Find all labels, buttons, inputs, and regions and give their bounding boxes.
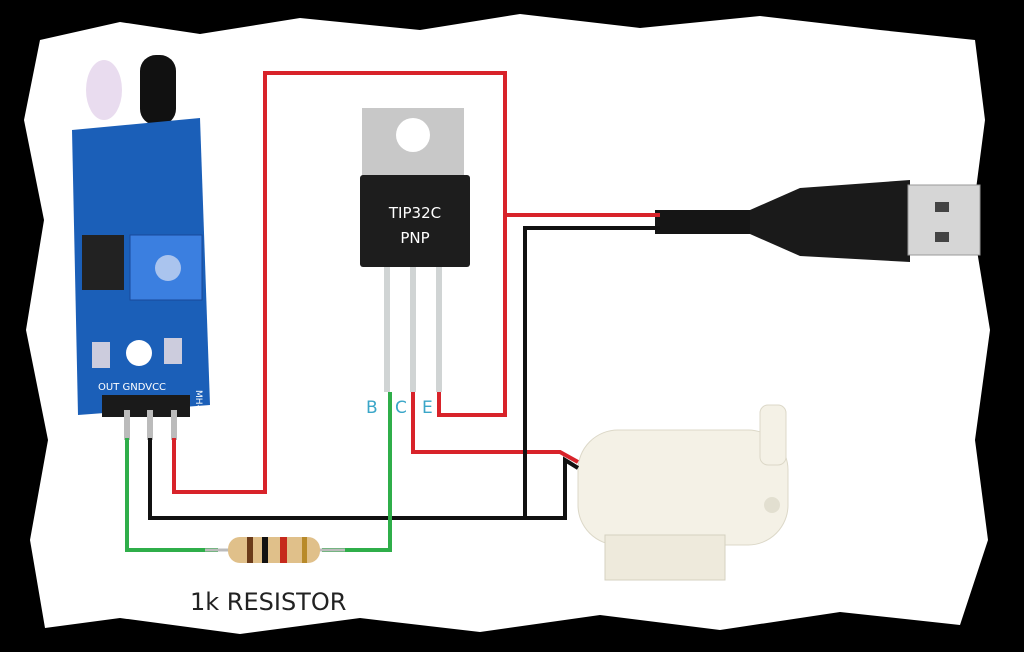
pin-label-emitter: E	[422, 398, 433, 418]
resistor-band-black	[262, 537, 268, 563]
usb-plug	[655, 180, 981, 262]
wires	[125, 71, 660, 552]
sensor-pin-labels: OUT GNDVCC	[98, 382, 166, 393]
wire-collector-pump	[411, 392, 579, 464]
wire-vcc	[172, 71, 507, 494]
vcc-pin	[171, 410, 177, 440]
collector-lead	[410, 267, 416, 392]
pump-inlet	[764, 497, 780, 513]
pin-label-base: B	[366, 398, 378, 418]
transistor-part-label: TIP32C	[388, 204, 441, 222]
comparator-chip	[82, 235, 124, 290]
resistor-band-brown	[247, 537, 253, 563]
potentiometer-knob	[155, 255, 181, 281]
wire-pump-gnd	[525, 456, 580, 520]
usb-housing	[750, 180, 910, 262]
wire-signal	[125, 438, 218, 552]
resistor-label: 1k RESISTOR	[190, 588, 346, 616]
resistor-band-gold	[302, 537, 307, 563]
water-pump	[577, 404, 789, 581]
tab-hole	[396, 118, 430, 152]
base-lead	[384, 267, 390, 392]
tip32c-transistor: TIP32C PNP B C E	[360, 108, 470, 418]
usb-connector	[907, 184, 981, 256]
resistor-band-red	[280, 537, 287, 563]
out-pin	[124, 410, 130, 440]
ir-sensor-module: OUT GNDVCC MH-B	[72, 55, 210, 440]
ir-led	[86, 60, 122, 120]
pump-base	[604, 534, 726, 581]
pin-label-collector: C	[395, 398, 407, 418]
sensor-model-label: MH-B	[193, 390, 203, 414]
gnd-pin	[147, 410, 153, 440]
pump-body	[577, 429, 789, 546]
mounting-hole	[126, 340, 152, 366]
transistor-body	[360, 175, 470, 267]
emitter-lead	[436, 267, 442, 392]
resistor: 1k RESISTOR	[190, 537, 346, 616]
power-led	[92, 342, 110, 368]
usb-slot	[935, 232, 949, 242]
usb-slot	[935, 202, 949, 212]
transistor-type-label: PNP	[400, 229, 429, 247]
usb-cable	[655, 210, 750, 234]
ir-photodiode	[140, 55, 176, 125]
pump-outlet	[759, 404, 787, 466]
obstacle-led	[164, 338, 182, 364]
